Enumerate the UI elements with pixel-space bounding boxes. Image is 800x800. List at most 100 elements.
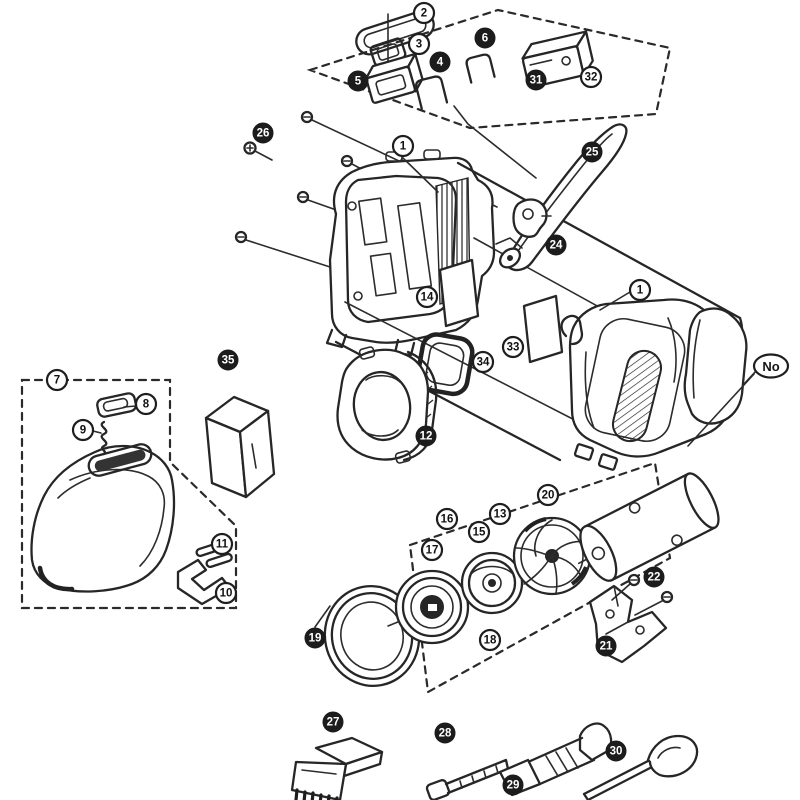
callout-16: 16 bbox=[435, 507, 459, 531]
callout-31: 31 bbox=[525, 69, 547, 91]
impeller-back-plate bbox=[460, 551, 524, 615]
callout-18: 18 bbox=[478, 628, 502, 652]
svg-text:34: 34 bbox=[477, 357, 490, 369]
svg-text:33: 33 bbox=[507, 342, 520, 354]
cup-latch bbox=[96, 392, 138, 418]
svg-text:6: 6 bbox=[482, 33, 488, 45]
callout-7: 7 bbox=[45, 368, 69, 392]
callout-14: 14 bbox=[415, 285, 439, 309]
svg-text:30: 30 bbox=[610, 746, 623, 758]
callout-9: 9 bbox=[71, 418, 95, 442]
svg-text:26: 26 bbox=[257, 128, 270, 140]
roller-pins bbox=[195, 541, 233, 569]
switch-body bbox=[364, 52, 424, 104]
svg-text:16: 16 bbox=[441, 514, 454, 526]
svg-text:4: 4 bbox=[437, 57, 444, 69]
callout-6: 6 bbox=[474, 27, 496, 49]
svg-text:11: 11 bbox=[216, 539, 229, 551]
callout-3: 3 bbox=[407, 32, 431, 56]
callout-13: 13 bbox=[488, 502, 512, 526]
fan-cover-disc bbox=[394, 569, 470, 645]
exhaust-plate-b bbox=[522, 294, 564, 364]
svg-text:14: 14 bbox=[421, 292, 434, 304]
spring-leader bbox=[92, 430, 102, 434]
svg-text:1: 1 bbox=[400, 141, 407, 153]
callout-33: 33 bbox=[501, 335, 525, 359]
bolt-tool bbox=[425, 758, 510, 800]
callout-30: 30 bbox=[605, 740, 627, 762]
dust-cup bbox=[30, 443, 176, 593]
svg-text:22: 22 bbox=[648, 572, 661, 584]
relay-box bbox=[521, 30, 594, 89]
callout-24: 24 bbox=[545, 234, 567, 256]
callout-32: 32 bbox=[579, 65, 603, 89]
svg-text:24: 24 bbox=[550, 240, 563, 252]
svg-text:9: 9 bbox=[80, 425, 86, 437]
callout-34: 34 bbox=[471, 350, 495, 374]
callout-8: 8 bbox=[134, 392, 158, 416]
spatula-tool bbox=[582, 734, 699, 800]
svg-text:21: 21 bbox=[600, 641, 613, 653]
svg-text:8: 8 bbox=[143, 399, 150, 411]
callout-10: 10 bbox=[214, 581, 238, 605]
screw-icon bbox=[634, 590, 674, 616]
strap-mount bbox=[495, 237, 523, 269]
callout-25: 25 bbox=[581, 141, 603, 163]
callout-35: 35 bbox=[217, 349, 239, 371]
svg-text:25: 25 bbox=[586, 147, 599, 159]
latch-spring bbox=[100, 420, 108, 456]
svg-text:12: 12 bbox=[420, 431, 433, 443]
callout-leaders bbox=[314, 157, 631, 628]
brush-tool bbox=[290, 736, 384, 800]
filter-block bbox=[204, 395, 276, 499]
callout-29: 29 bbox=[502, 774, 524, 796]
svg-text:10: 10 bbox=[220, 588, 233, 600]
switch-assembly-box bbox=[306, 8, 672, 130]
callout-20: 20 bbox=[536, 483, 560, 507]
svg-text:1: 1 bbox=[637, 285, 644, 297]
callout-17: 17 bbox=[420, 538, 444, 562]
svg-text:20: 20 bbox=[542, 490, 555, 502]
svg-text:27: 27 bbox=[327, 717, 340, 729]
no-tag: No bbox=[752, 353, 790, 379]
contact-bracket-2 bbox=[465, 53, 496, 84]
callout-21: 21 bbox=[595, 635, 617, 657]
end-cap bbox=[683, 307, 757, 447]
svg-text:15: 15 bbox=[473, 527, 486, 539]
svg-text:32: 32 bbox=[585, 72, 598, 84]
callout-26: 26 bbox=[252, 122, 274, 144]
contact-bracket-1 bbox=[415, 75, 449, 110]
svg-text:2: 2 bbox=[421, 8, 427, 20]
svg-text:17: 17 bbox=[426, 545, 439, 557]
svg-text:3: 3 bbox=[416, 39, 422, 51]
callout-28: 28 bbox=[434, 722, 456, 744]
housing-front-half bbox=[325, 149, 496, 357]
cup-intake-slot bbox=[87, 443, 153, 477]
callout-4: 4 bbox=[429, 51, 451, 73]
callout-5: 5 bbox=[347, 70, 369, 92]
dust-cup-box bbox=[20, 378, 238, 610]
svg-text:31: 31 bbox=[530, 75, 543, 87]
svg-text:18: 18 bbox=[484, 635, 497, 647]
motor-assembly-box bbox=[408, 461, 672, 694]
no-tag-oval bbox=[752, 353, 790, 379]
screw-icon bbox=[611, 573, 641, 601]
callout-2: 2 bbox=[412, 1, 436, 25]
callout-1: 1 bbox=[391, 134, 415, 158]
callout-11: 11 bbox=[210, 532, 234, 556]
housing-rib-slots bbox=[358, 197, 433, 297]
svg-text:19: 19 bbox=[309, 633, 322, 645]
hanger-latch bbox=[512, 198, 552, 238]
svg-text:7: 7 bbox=[54, 375, 60, 387]
callout-1: 1 bbox=[628, 278, 652, 302]
motor bbox=[577, 472, 720, 582]
screw-icon bbox=[243, 141, 273, 161]
callout-19: 19 bbox=[304, 627, 326, 649]
cord-hook bbox=[560, 314, 584, 346]
impeller-fan bbox=[512, 516, 592, 596]
svg-text:29: 29 bbox=[507, 780, 520, 792]
callout-27: 27 bbox=[322, 711, 344, 733]
